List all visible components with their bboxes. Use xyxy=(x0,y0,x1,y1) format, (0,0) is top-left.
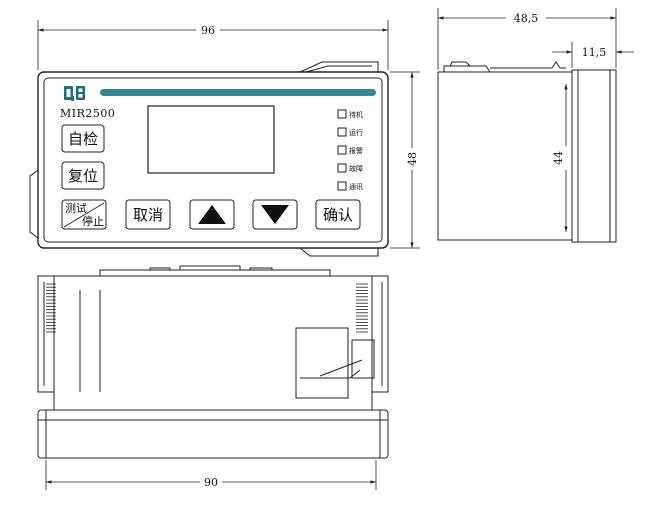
indicator-led xyxy=(337,163,347,173)
stop-label: 停止 xyxy=(82,214,104,228)
side-flange-dim: 11,5 xyxy=(582,46,607,59)
front-height-dim: 48 xyxy=(406,152,419,166)
indicator-label: 故障 xyxy=(349,164,363,173)
bottom-view xyxy=(37,265,389,459)
indicator-led xyxy=(337,127,347,137)
indicator-led xyxy=(337,181,347,191)
triangle-down-icon xyxy=(261,205,289,224)
side-flange xyxy=(571,69,617,243)
front-view xyxy=(29,61,389,257)
confirm-button[interactable]: 确认 xyxy=(315,199,361,230)
model-label: MIR2500 xyxy=(60,107,115,120)
bottom-flange xyxy=(37,409,389,459)
right-clip-ribs xyxy=(356,283,368,333)
bottom-width-dim: 90 xyxy=(204,476,218,489)
indicator-label: 运行 xyxy=(349,128,363,137)
self-test-label: 自检 xyxy=(68,130,98,148)
indicator-label: 通讯 xyxy=(349,182,363,191)
self-test-button[interactable]: 自检 xyxy=(61,124,105,153)
test-stop-button[interactable]: 测试 停止 xyxy=(61,199,107,230)
lcd-display xyxy=(147,105,275,174)
front-dimensions xyxy=(37,20,420,249)
side-height-dim: 44 xyxy=(552,151,565,165)
side-depth-dim: 48,5 xyxy=(514,12,539,25)
front-width-dim: 96 xyxy=(201,24,215,37)
qb-logo xyxy=(64,86,85,101)
indicator-label: 报警 xyxy=(349,146,363,155)
indicator-led xyxy=(337,145,347,155)
side-dimensions xyxy=(437,8,634,232)
reset-button[interactable]: 复位 xyxy=(61,161,105,190)
indicator-label: 待机 xyxy=(349,110,363,119)
front-bezel xyxy=(37,71,389,249)
bottom-dimensions xyxy=(45,460,377,490)
left-clip-ribs xyxy=(46,283,56,333)
side-view xyxy=(437,61,617,243)
reset-label: 复位 xyxy=(68,167,98,185)
down-button[interactable] xyxy=(252,199,298,230)
indicator-led xyxy=(337,109,347,119)
confirm-label: 确认 xyxy=(323,206,353,224)
test-label: 测试 xyxy=(65,202,87,215)
cancel-button[interactable]: 取消 xyxy=(125,199,171,230)
accent-bar xyxy=(100,89,376,96)
up-button[interactable] xyxy=(189,199,235,230)
cancel-label: 取消 xyxy=(133,206,163,224)
front-panel xyxy=(43,77,383,243)
triangle-up-icon xyxy=(198,205,226,224)
